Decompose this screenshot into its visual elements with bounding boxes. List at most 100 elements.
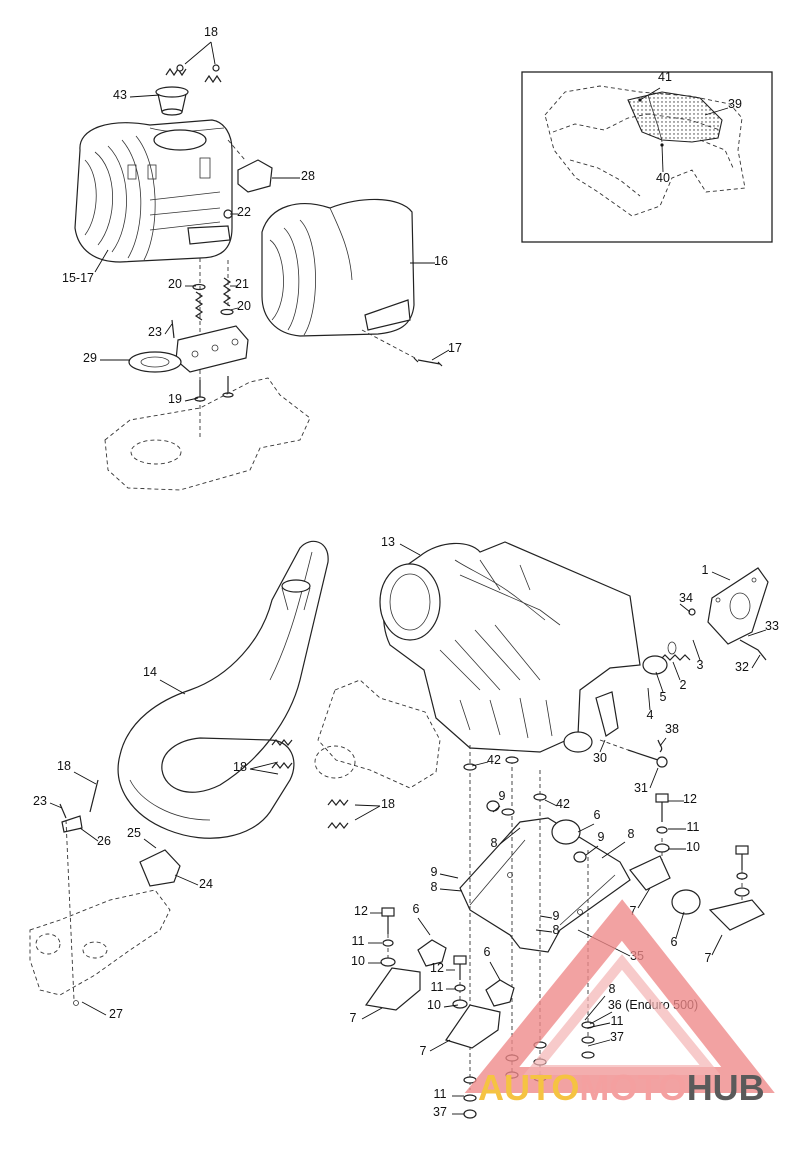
- leader-line: [164, 323, 173, 335]
- callout-label: 32: [735, 660, 749, 674]
- callout-label: 19: [168, 392, 182, 406]
- watermark-auto: AUTO: [478, 1067, 579, 1108]
- callout-c2: 2: [672, 661, 687, 692]
- callout-label: 1: [702, 563, 709, 577]
- tensioner-parts: [642, 608, 767, 675]
- callout-c9b: 9: [585, 830, 605, 856]
- callout-label: 7: [350, 1011, 357, 1025]
- callout-c34: 34: [679, 591, 693, 613]
- bolt-icon: [627, 749, 659, 761]
- bolt-icon: [380, 793, 750, 1009]
- callout-label: 7: [630, 904, 637, 918]
- callout-c28: 28: [272, 169, 315, 183]
- muffler-cover: [261, 198, 415, 337]
- leader-line: [639, 87, 661, 101]
- callout-label: 14: [143, 665, 157, 679]
- callout-label: 10: [686, 840, 700, 854]
- leader-line: [747, 629, 767, 637]
- leader-line: [544, 799, 558, 807]
- leader-line: [184, 41, 212, 65]
- leader-line: [492, 805, 501, 813]
- callout-label: 5: [660, 690, 667, 704]
- engine-plate: [707, 567, 769, 645]
- callout-c15: 15-17: [62, 249, 109, 285]
- callout-c12b: 12: [354, 904, 382, 918]
- leader-line: [94, 249, 109, 273]
- callout-c6d: 6: [484, 945, 501, 981]
- callout-c29: 29: [83, 351, 130, 365]
- callout-label: 11: [352, 934, 365, 948]
- callout-label: 42: [487, 753, 501, 767]
- callout-label: 41: [658, 70, 672, 84]
- callout-c40: 40: [656, 144, 670, 185]
- callout-label: 11: [431, 980, 444, 994]
- callout-label: 6: [484, 945, 491, 959]
- callout-c18c: 18: [57, 759, 97, 785]
- leader-line: [174, 874, 199, 886]
- callout-label: 7: [420, 1044, 427, 1058]
- pin-icon: [413, 357, 443, 367]
- callout-label: 40: [656, 171, 670, 185]
- callout-c38: 38: [659, 722, 679, 747]
- callout-label: 6: [594, 808, 601, 822]
- callout-label: 38: [665, 722, 679, 736]
- callout-label: 4: [647, 708, 654, 722]
- callout-c20a: 20: [168, 277, 196, 291]
- callout-c6a: 6: [577, 808, 601, 833]
- engine-mount-plate: [459, 817, 631, 953]
- callout-c4: 4: [647, 687, 654, 722]
- callout-c42a: 42: [471, 753, 501, 767]
- callout-c9d: 9: [539, 909, 560, 923]
- leader-line: [361, 1007, 383, 1020]
- callout-c10c: 10: [427, 998, 459, 1012]
- leader-line: [659, 737, 667, 747]
- watermark-moto: MOTO: [579, 1067, 686, 1108]
- mounting-plate: [171, 319, 249, 373]
- callout-label: 26: [97, 834, 111, 848]
- callout-label: 17: [448, 341, 462, 355]
- callout-label: 42: [556, 797, 570, 811]
- callout-c18b: 18: [233, 760, 279, 775]
- callout-label: 9: [499, 789, 506, 803]
- exhaust-pipe: [117, 540, 329, 839]
- callout-label: 24: [199, 877, 213, 891]
- callout-label: 15-17: [62, 271, 94, 285]
- leader-line: [679, 603, 691, 613]
- leader-line: [692, 639, 701, 661]
- callout-label: 6: [671, 935, 678, 949]
- callout-label: 8: [431, 880, 438, 894]
- leader-line: [354, 805, 381, 821]
- callout-label: 9: [598, 830, 605, 844]
- callout-label: 9: [553, 909, 560, 923]
- leader-line: [751, 654, 761, 669]
- callout-label: 10: [427, 998, 441, 1012]
- callout-c7b: 7: [705, 934, 723, 965]
- callout-c23b: 23: [33, 794, 63, 809]
- leader-line: [249, 761, 279, 770]
- leader-line: [584, 995, 606, 1021]
- callout-label: 33: [765, 619, 779, 633]
- leader-line: [439, 888, 463, 892]
- callout-label: 21: [235, 277, 249, 291]
- leader-line: [489, 961, 501, 981]
- callout-c11e: 11: [434, 1087, 464, 1101]
- callout-label: 12: [683, 792, 697, 806]
- callout-c7d: 7: [420, 1039, 451, 1058]
- leader-line: [443, 1004, 459, 1008]
- callout-c9a: 9: [492, 789, 506, 813]
- callout-label: 27: [109, 1007, 123, 1021]
- callout-c23a: 23: [148, 323, 173, 339]
- callout-label: 2: [680, 678, 687, 692]
- leader-line: [647, 687, 651, 711]
- callout-c3: 3: [692, 639, 704, 672]
- leader-line: [417, 917, 431, 936]
- leader-line: [471, 761, 489, 767]
- callout-c26: 26: [79, 827, 111, 848]
- callout-label: 18: [233, 760, 247, 774]
- callout-c11b: 11: [352, 934, 382, 948]
- leader-line: [399, 543, 421, 556]
- callout-label: 3: [697, 658, 704, 672]
- leader-line: [586, 1022, 611, 1029]
- leader-line: [73, 771, 97, 785]
- callout-c10a: 10: [668, 840, 700, 854]
